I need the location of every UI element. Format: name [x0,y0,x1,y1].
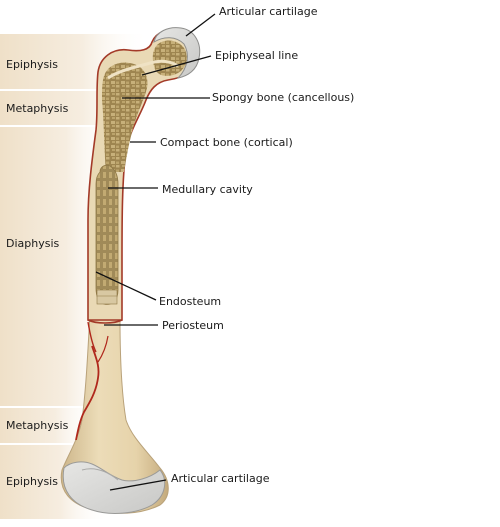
region-label-diaphysis: Diaphysis [6,237,60,250]
region-label-metaphysis-bottom: Metaphysis [6,419,69,432]
callout-medullary-cavity: Medullary cavity [162,183,253,196]
callout-labels: Articular cartilage Epiphyseal line Spon… [159,5,354,485]
region-labels: Epiphysis Metaphysis Diaphysis Metaphysi… [6,58,69,488]
region-label-epiphysis-top: Epiphysis [6,58,58,71]
cartilage-bottom [62,461,166,514]
leader-endosteum [95,271,157,301]
bone-illustration [60,27,201,514]
spongy-bone-upper [102,62,148,172]
callout-epiphyseal-line: Epiphyseal line [215,49,298,62]
callout-compact-bone: Compact bone (cortical) [160,136,293,149]
leader-lines [95,13,216,491]
blood-vessel [75,345,100,441]
callout-spongy-bone: Spongy bone (cancellous) [212,91,354,104]
spongy-bone-head [152,40,187,76]
callout-articular-cartilage-bottom: Articular cartilage [171,472,270,485]
leader-articular-cartilage-top [185,13,216,37]
callout-periosteum: Periosteum [162,319,224,332]
callout-endosteum: Endosteum [159,295,221,308]
region-label-epiphysis-bottom: Epiphysis [6,475,58,488]
region-label-metaphysis-top: Metaphysis [6,102,69,115]
leader-epiphyseal-line [141,55,212,76]
medullary-cavity [95,164,119,305]
leader-articular-cartilage-bottom [109,479,167,491]
epiphyseal-line [107,59,179,80]
cartilage-top [153,27,201,79]
callout-articular-cartilage-top: Articular cartilage [219,5,318,18]
